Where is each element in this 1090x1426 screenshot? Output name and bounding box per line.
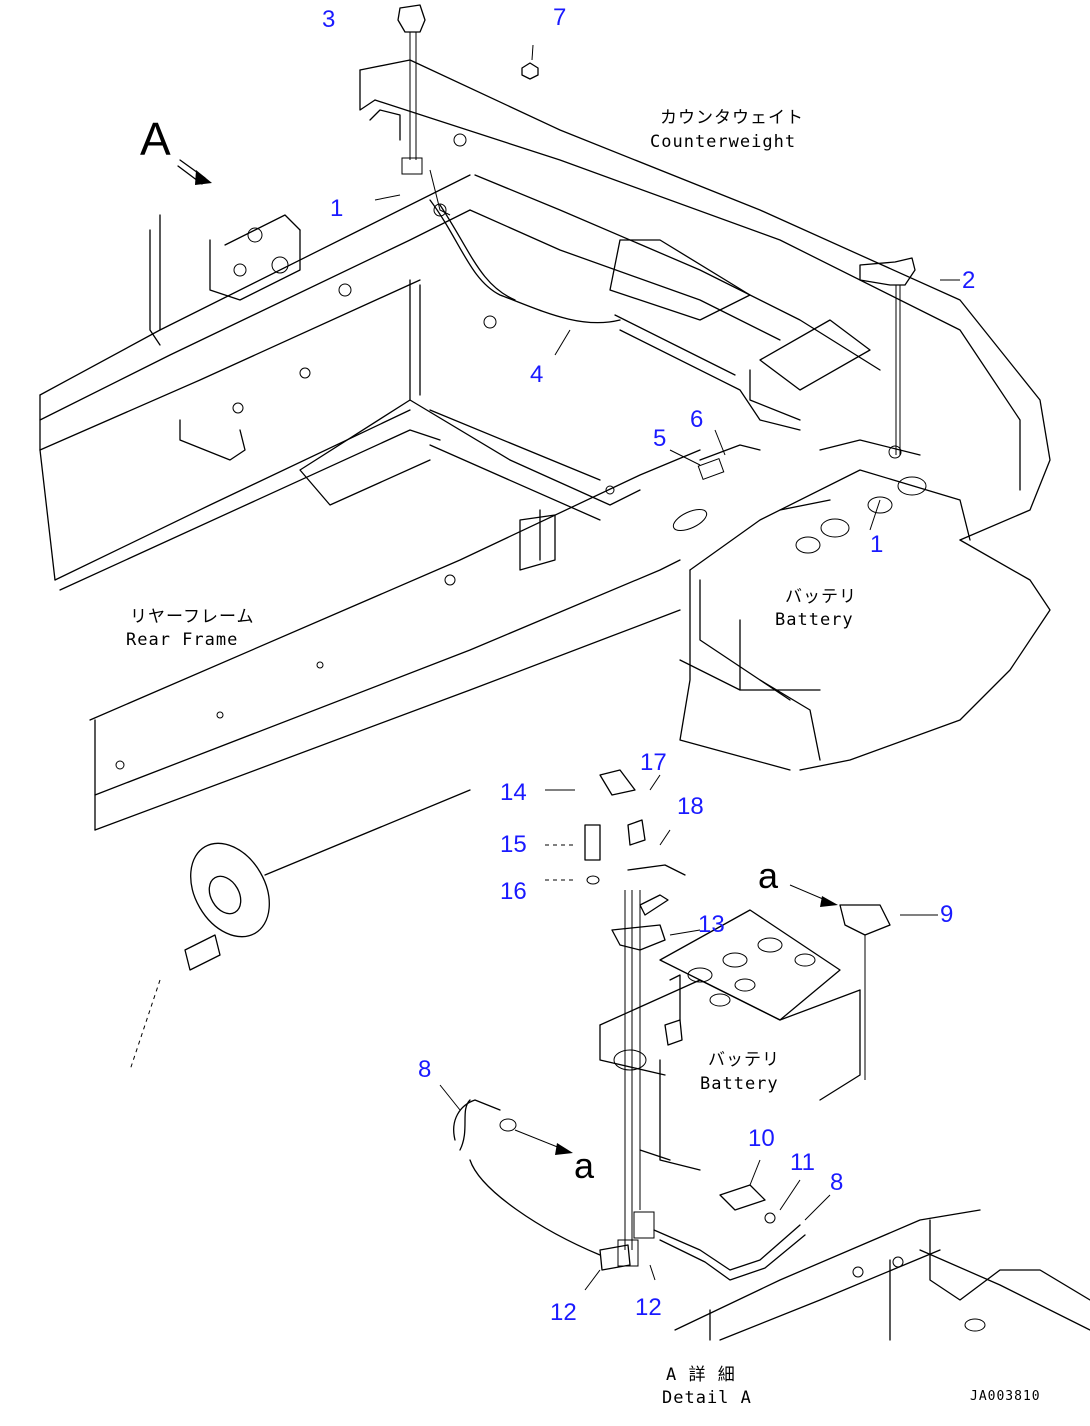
callout-1-upper: 1 (330, 195, 343, 222)
battery-detail-label-en: Battery (700, 1074, 779, 1094)
detail-label-jp: A 詳 細 (666, 1365, 736, 1385)
detail-label-en: Detail A (662, 1388, 752, 1408)
callout-18: 18 (677, 793, 704, 820)
battery-label-en: Battery (775, 610, 854, 630)
detail-left-hardware (129, 789, 471, 1071)
part-2-bolt (859, 257, 916, 455)
callout-16: 16 (500, 878, 527, 905)
leader-lines-upper (374, 44, 960, 531)
top-left-bracket (115, 109, 615, 770)
view-arrow-icon (177, 159, 212, 185)
callout-9: 9 (940, 901, 953, 928)
callout-7: 7 (553, 4, 566, 31)
detail-frame (674, 1209, 1090, 1341)
callout-15: 15 (500, 831, 527, 858)
cable-upper (429, 199, 621, 324)
detail-cable-assembly (453, 890, 806, 1281)
rear-frame-outline (39, 174, 701, 831)
counterweight-label-en: Counterweight (650, 132, 796, 152)
part-3-bolt (397, 4, 451, 216)
callout-12-left: 12 (550, 1299, 577, 1326)
callout-14: 14 (500, 779, 527, 806)
callout-13: 13 (698, 911, 725, 938)
battery-block-detail (599, 909, 861, 1171)
ref-arrow-a-icon (514, 884, 838, 1155)
callout-11: 11 (790, 1149, 815, 1176)
view-marker: A (140, 113, 171, 165)
ref-letter-a-top: a (758, 855, 779, 896)
rear-frame-label-en: Rear Frame (126, 630, 238, 650)
callout-1-lower: 1 (870, 531, 883, 558)
ref-letter-a-bottom: a (574, 1145, 595, 1186)
callout-12-right: 12 (635, 1294, 662, 1321)
counterweight-outline (359, 59, 1051, 771)
part-7-nut (521, 62, 539, 80)
callout-3: 3 (322, 6, 335, 33)
cable-4-route (614, 314, 801, 532)
drawing-code: JA003810 (970, 1389, 1041, 1404)
callout-17: 17 (640, 749, 667, 776)
callout-8-right: 8 (830, 1169, 843, 1196)
callout-2: 2 (962, 267, 975, 294)
callout-6: 6 (690, 406, 703, 433)
callout-5: 5 (653, 425, 666, 452)
battery-detail-label-jp: バッテリ (708, 1050, 780, 1070)
leader-lines-lower (439, 774, 938, 1291)
counterweight-label-jp: カウンタウェイト (660, 108, 804, 128)
center-box (299, 279, 641, 571)
callout-4: 4 (530, 361, 543, 388)
rear-frame-label-jp: リヤーフレーム (130, 607, 254, 627)
callout-10: 10 (748, 1125, 775, 1152)
battery-label-jp: バッテリ (785, 587, 857, 607)
callout-8-left: 8 (418, 1056, 431, 1083)
detail-small-parts (584, 769, 891, 1080)
